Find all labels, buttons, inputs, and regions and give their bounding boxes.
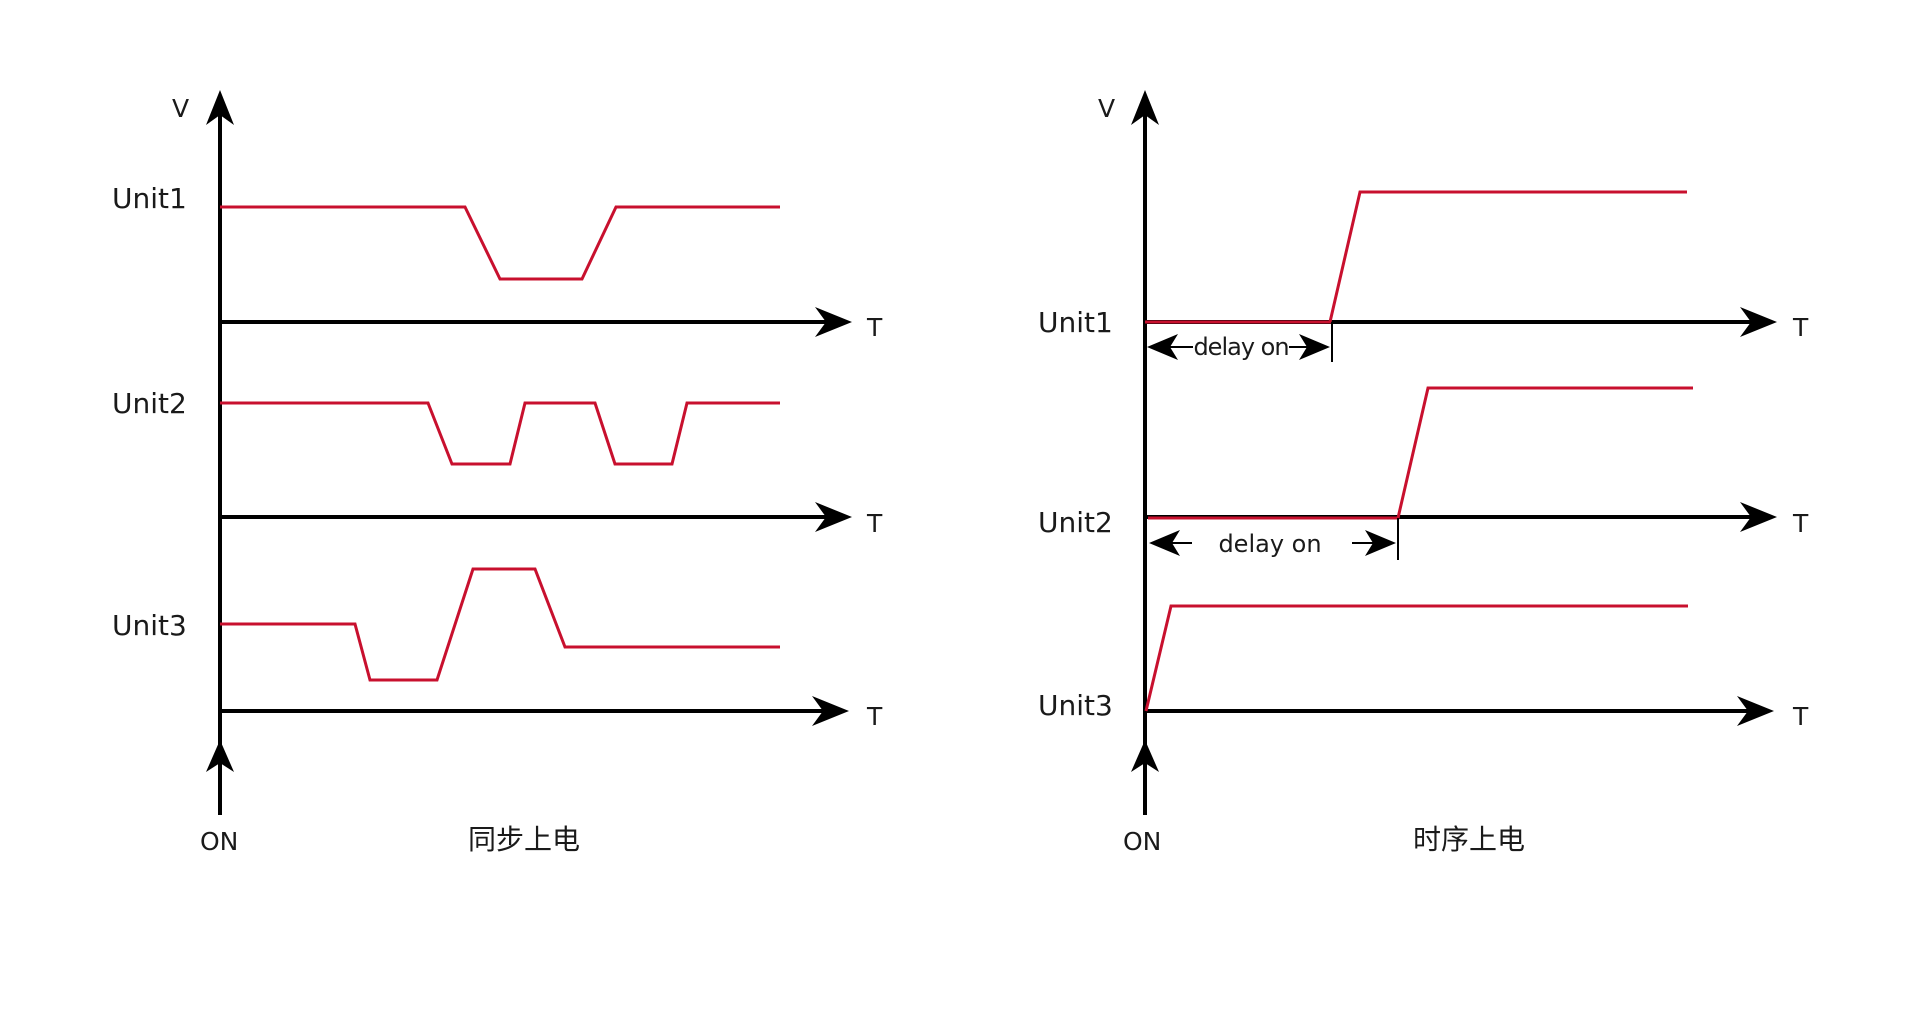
right-unit2-delay-arrow-left: [1149, 530, 1180, 556]
right-unit3-label: Unit3: [1038, 689, 1113, 722]
left-diagram: V ON 同步上电 T Unit1 T Unit2 T Unit3: [112, 90, 883, 856]
right-v-axis-arrow-top: [1131, 90, 1159, 125]
left-on-label: ON: [200, 827, 238, 856]
right-unit3-waveform: [1144, 604, 1688, 712]
left-unit2-t-arrow: [815, 502, 852, 532]
left-unit2-waveform: [220, 401, 780, 466]
right-unit1-t-arrow: [1740, 307, 1777, 337]
right-unit1-t-label: T: [1792, 313, 1809, 342]
left-unit2-t-label: T: [866, 509, 883, 538]
left-unit1-label: Unit1: [112, 182, 187, 215]
left-unit3-waveform: [220, 567, 780, 682]
right-unit1-waveform: [1145, 190, 1687, 324]
right-unit1-row: T Unit1 delay on: [1038, 190, 1809, 362]
left-unit1-t-arrow: [815, 307, 852, 337]
right-on-label: ON: [1123, 827, 1161, 856]
left-caption: 同步上电: [468, 823, 580, 856]
right-unit2-delay-arrow-right: [1365, 530, 1396, 556]
left-on-arrow: [206, 740, 234, 772]
right-unit2-row: T Unit2 delay on: [1038, 386, 1809, 560]
left-unit2-label: Unit2: [112, 387, 187, 420]
left-unit3-row: T Unit3: [112, 567, 883, 731]
left-v-label: V: [172, 94, 189, 123]
right-unit2-delay-label: delay on: [1218, 530, 1321, 558]
left-unit3-t-arrow: [812, 696, 849, 726]
right-caption: 时序上电: [1413, 823, 1525, 856]
left-v-axis-arrow-top: [206, 90, 234, 125]
left-unit1-row: T Unit1: [112, 182, 883, 342]
right-unit1-delay-label-bg: [1193, 331, 1289, 359]
right-unit1-label: Unit1: [1038, 306, 1113, 339]
right-unit2-waveform: [1148, 386, 1693, 520]
right-unit2-t-label: T: [1792, 509, 1809, 538]
right-unit3-row: T Unit3: [1038, 604, 1809, 731]
left-unit2-row: T Unit2: [112, 387, 883, 538]
left-unit1-t-label: T: [866, 313, 883, 342]
right-unit3-t-arrow: [1737, 696, 1774, 726]
right-diagram: V ON 时序上电 T Unit1 delay on T Unit2: [1038, 90, 1809, 856]
right-unit1-delay-arrow-right: [1299, 334, 1330, 360]
right-unit3-t-label: T: [1792, 702, 1809, 731]
left-unit3-label: Unit3: [112, 609, 187, 642]
right-unit2-label: Unit2: [1038, 506, 1113, 539]
left-unit1-waveform: [220, 205, 780, 281]
right-unit2-t-arrow: [1740, 502, 1777, 532]
right-on-arrow: [1131, 740, 1159, 772]
right-v-label: V: [1098, 94, 1115, 123]
right-unit1-delay-label: delay on: [1193, 333, 1288, 361]
left-unit3-t-label: T: [866, 702, 883, 731]
right-unit1-delay-arrow-left: [1147, 334, 1178, 360]
